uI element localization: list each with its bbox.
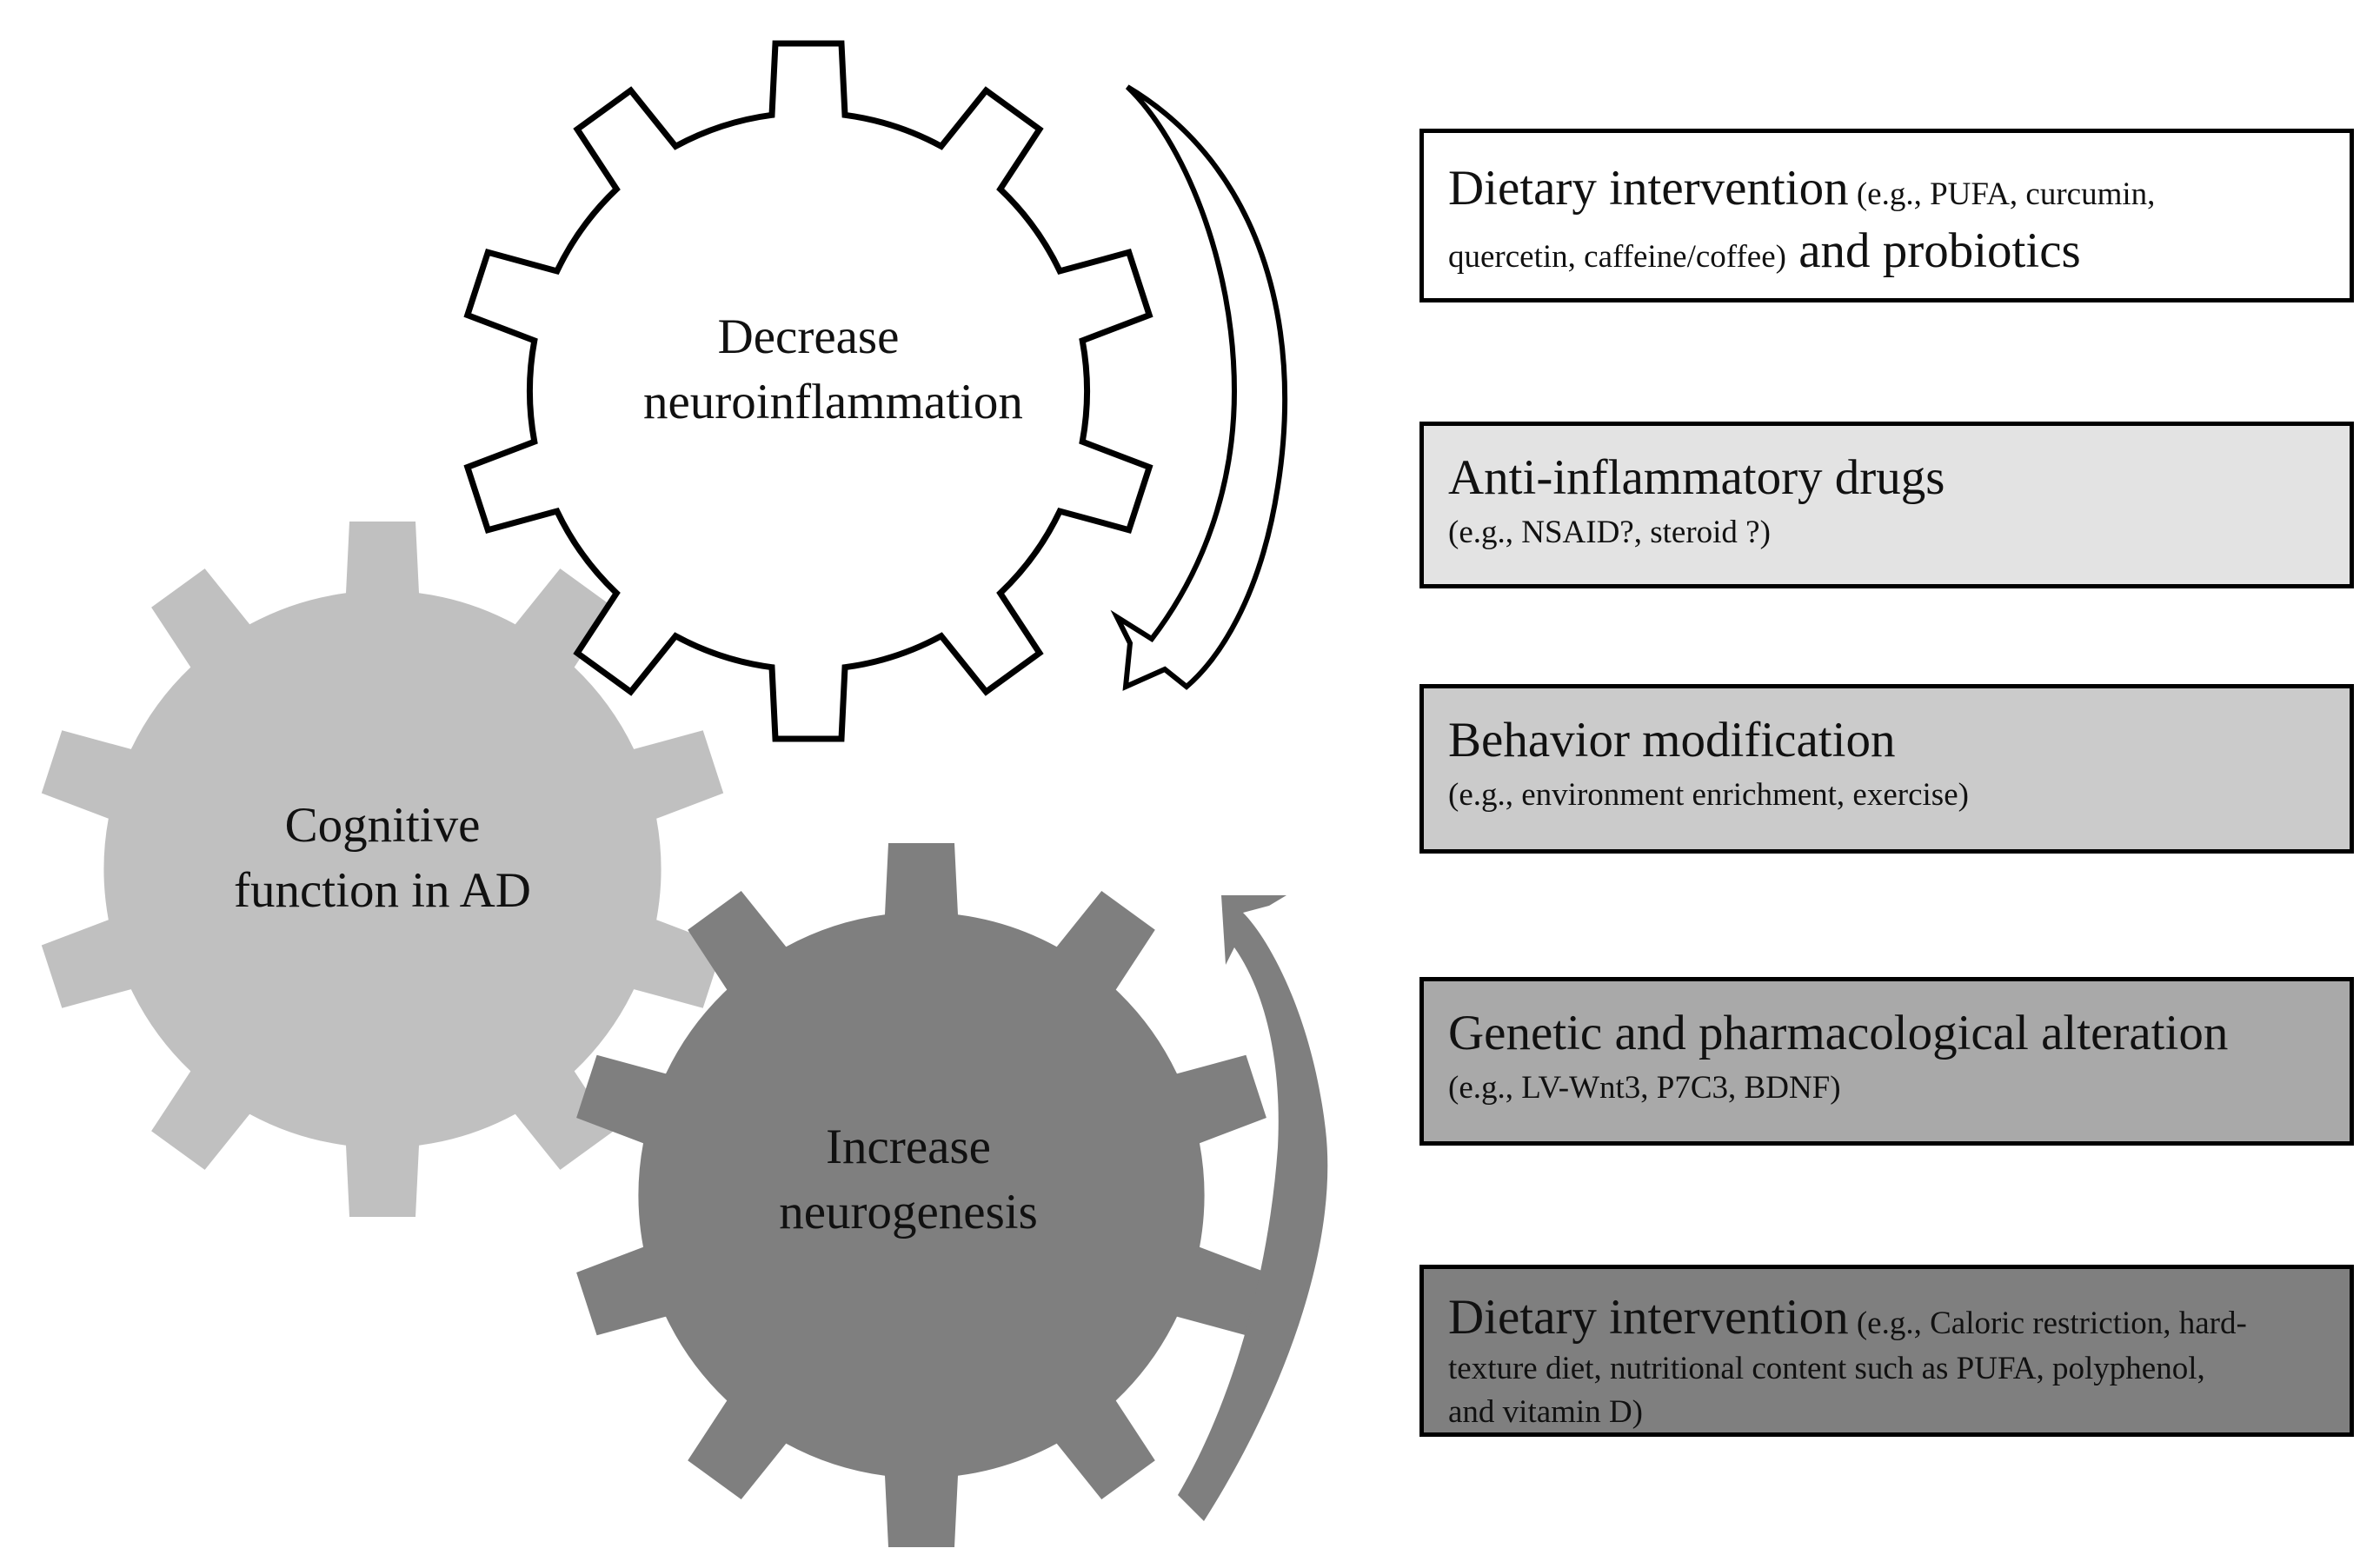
- dietary-probiotics-detail: (e.g., PUFA, curcumin,: [1848, 176, 2156, 212]
- genetic-pharmacological-title: Genetic and pharmacological alteration: [1448, 1006, 2229, 1060]
- neurogenesis-line2: neurogenesis: [779, 1185, 1038, 1240]
- dietary-caloric-detail: (e.g., Caloric restriction, hard-: [1848, 1306, 2247, 1341]
- dietary-probiotics-detail-line2: quercetin, caffeine/coffee): [1448, 239, 1786, 276]
- behavior-modification-detail: (e.g., environment enrichment, exercise): [1448, 777, 1969, 814]
- dietary-caloric-detail-line3: and vitamin D): [1448, 1394, 1644, 1431]
- dietary-caloric-line1: Dietary intervention (e.g., Caloric rest…: [1448, 1288, 2325, 1347]
- curved-arrow-down-icon: [1110, 84, 1288, 691]
- cognitive-line1: Cognitive: [284, 798, 481, 853]
- cognitive-gear-label: Cognitive function in AD: [196, 793, 569, 923]
- dietary-probiotics-line1: Dietary intervention (e.g., PUFA, curcum…: [1448, 159, 2325, 218]
- dietary-caloric-detail-line2: texture diet, nutritional content such a…: [1448, 1351, 2205, 1387]
- anti-inflammatory-box: Anti-inflammatory drugs (e.g., NSAID?, s…: [1419, 422, 2354, 588]
- dietary-caloric-box: Dietary intervention (e.g., Caloric rest…: [1419, 1265, 2354, 1437]
- neurogenesis-line1: Increase: [826, 1120, 991, 1174]
- curved-arrow-up-icon: [1178, 895, 1328, 1521]
- behavior-modification-box: Behavior modification (e.g., environment…: [1419, 684, 2354, 854]
- anti-inflammatory-detail: (e.g., NSAID?, steroid ?): [1448, 515, 1771, 551]
- neuroinflammation-line1: Decrease: [717, 309, 900, 364]
- dietary-caloric-title: Dietary intervention: [1448, 1290, 1849, 1345]
- dietary-probiotics-title: Dietary intervention: [1448, 161, 1849, 216]
- anti-inflammatory-title: Anti-inflammatory drugs: [1448, 450, 1945, 505]
- neurogenesis-gear: [576, 843, 1266, 1547]
- dietary-probiotics-box: Dietary intervention (e.g., PUFA, curcum…: [1419, 129, 2354, 302]
- dietary-probiotics-line2: quercetin, caffeine/coffee) and probioti…: [1448, 222, 2325, 281]
- neurogenesis-gear-label: Increase neurogenesis: [735, 1114, 1082, 1245]
- cognitive-line2: function in AD: [234, 863, 531, 919]
- genetic-pharmacological-detail: (e.g., LV-Wnt3, P7C3, BDNF): [1448, 1070, 1841, 1106]
- behavior-modification-title: Behavior modification: [1448, 713, 1896, 768]
- neuroinflammation-line2: neuroinflammation: [643, 375, 1023, 430]
- genetic-pharmacological-box: Genetic and pharmacological alteration (…: [1419, 977, 2354, 1146]
- dietary-probiotics-tail: and probiotics: [1785, 223, 2081, 279]
- neuroinflammation-gear-label: Decrease neuroinflammation: [643, 304, 1023, 435]
- cognitive-gear: [41, 522, 724, 1217]
- neuroinflammation-gear: [463, 40, 1153, 742]
